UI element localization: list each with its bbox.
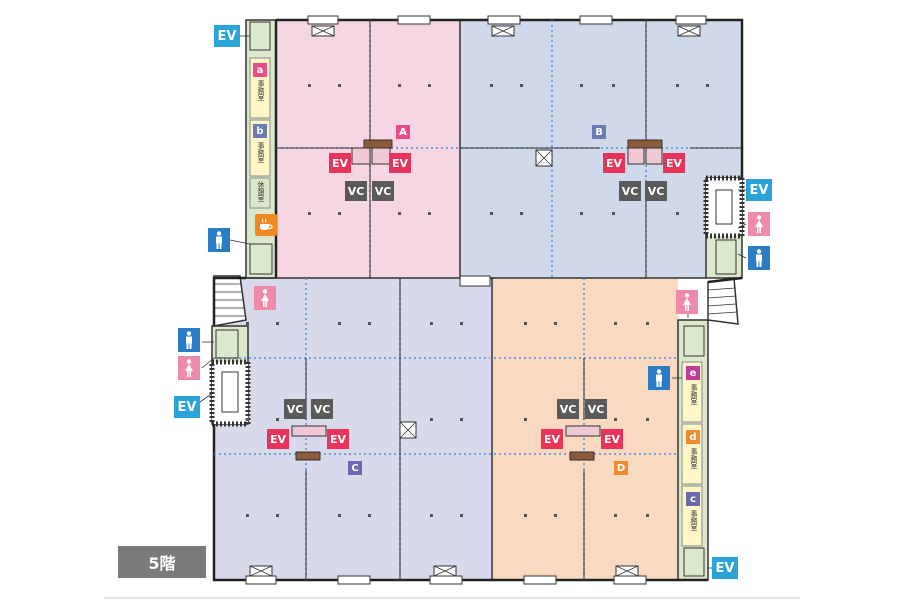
elevator-marker: EV <box>541 429 563 449</box>
vc-marker: VC <box>557 399 579 419</box>
room-b-name: 事務室 <box>257 142 265 163</box>
mens-restroom-icon <box>178 328 200 352</box>
vc-marker: VC <box>585 399 607 419</box>
room-c-name: 事務室 <box>690 510 698 531</box>
room-e-letter: e <box>686 366 700 380</box>
elevator-marker: EV <box>327 429 349 449</box>
womens-restroom-icon <box>748 212 770 236</box>
vc-marker: VC <box>345 181 367 201</box>
elevator-marker: EV <box>601 429 623 449</box>
room-c-letter: c <box>686 492 700 506</box>
elevator-marker: EV <box>389 153 411 173</box>
womens-restroom-icon <box>254 286 276 310</box>
room-a-name: 事務室 <box>257 80 265 101</box>
elevator-marker: EV <box>663 153 685 173</box>
elevator-marker: EV <box>267 429 289 449</box>
elevator-marker: EV <box>329 153 351 173</box>
room-e-name: 事務室 <box>690 384 698 405</box>
mens-restroom-icon <box>208 228 230 252</box>
coffee-cup-icon <box>255 214 277 236</box>
room-d-name: 事務室 <box>690 448 698 469</box>
mens-restroom-icon <box>648 366 670 390</box>
elevator-marker: EV <box>603 153 625 173</box>
elevator-marker-outer: EV <box>214 25 240 47</box>
mens-restroom-icon <box>748 246 770 270</box>
stair-right <box>707 277 739 325</box>
zone-b-label: B <box>592 125 606 139</box>
vc-marker: VC <box>284 399 306 419</box>
womens-restroom-icon <box>178 356 200 380</box>
room-d-letter: d <box>686 430 700 444</box>
vc-marker: VC <box>372 181 394 201</box>
room-a-letter: a <box>253 63 267 77</box>
stair-left <box>213 275 247 327</box>
elevator-marker-outer: EV <box>174 396 200 418</box>
zone-c-area <box>214 278 492 580</box>
elevator-marker-outer: EV <box>746 179 772 201</box>
zone-c-label: C <box>348 461 362 475</box>
room-b-letter: b <box>253 124 267 138</box>
zone-d-label: D <box>614 461 628 475</box>
vc-marker: VC <box>311 399 333 419</box>
vc-marker: VC <box>645 181 667 201</box>
zone-b-area <box>460 20 742 278</box>
elevator-marker-outer: EV <box>712 557 738 579</box>
floor-label: 5階 <box>118 546 206 578</box>
vc-marker: VC <box>619 181 641 201</box>
zone-a-label: A <box>396 125 410 139</box>
rest-room-name: 休憩室 <box>257 181 265 202</box>
womens-restroom-icon <box>676 290 698 314</box>
